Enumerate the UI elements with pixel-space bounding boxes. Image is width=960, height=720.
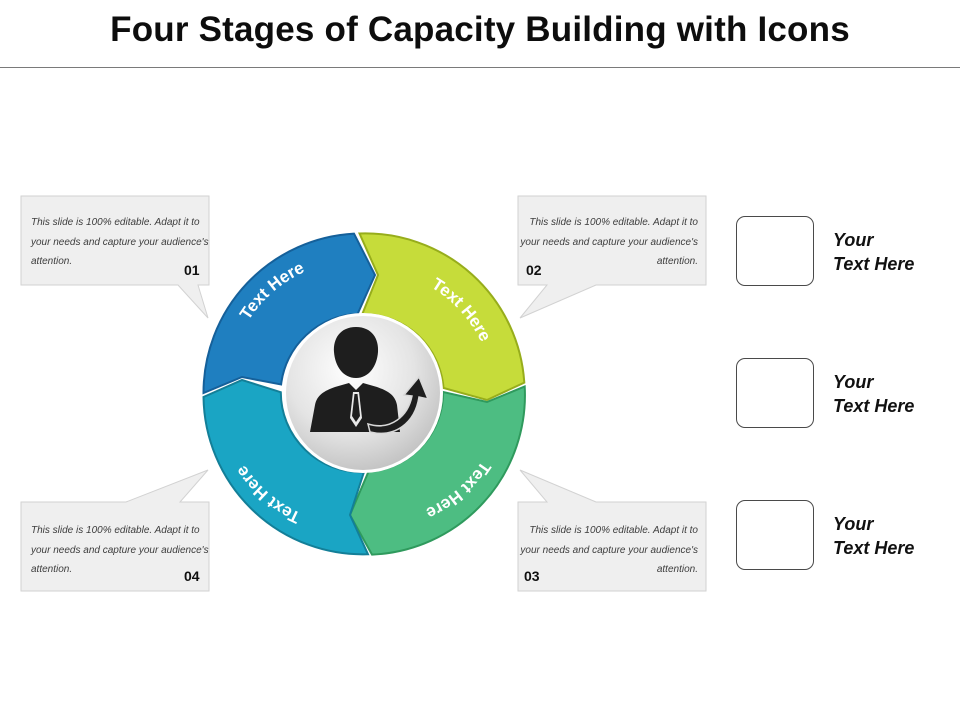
side-label-1-line1: Your [833,230,874,250]
page-title: Four Stages of Capacity Building with Ic… [110,10,850,49]
callout-text-04: This slide is 100% editable. Adapt it to… [31,525,209,575]
side-label-2-line1: Your [833,372,874,392]
side-label-1-line2: Text Here [833,254,915,274]
callout-box-01 [20,195,210,319]
side-label-3-line1: Your [833,514,874,534]
callout-text-02: This slide is 100% editable. Adapt it to… [520,217,698,267]
segment-01-shape [202,232,377,395]
side-label-1: Your Text Here [833,228,914,276]
businessman-growth-icon [310,327,430,434]
side-label-3-line2: Text Here [833,538,915,558]
side-icon-box-2 [736,358,814,428]
side-label-2-line2: Text Here [833,396,915,416]
callout-box-02 [517,195,707,319]
side-label-3: Your Text Here [833,512,914,560]
callout-box-04 [20,469,210,592]
callout-number-04: 04 [184,568,200,584]
callout-number-02: 02 [526,262,542,278]
callout-text-03: This slide is 100% editable. Adapt it to… [520,525,698,575]
side-label-2: Your Text Here [833,370,914,418]
callout-box-03 [517,469,707,592]
side-icon-box-1 [736,216,814,286]
callout-number-03: 03 [524,568,540,584]
segment-04-shape [202,378,370,556]
callout-text-01: This slide is 100% editable. Adapt it to… [31,217,209,267]
title-divider [0,67,960,68]
side-icon-box-3 [736,500,814,570]
callout-number-01: 01 [184,262,200,278]
